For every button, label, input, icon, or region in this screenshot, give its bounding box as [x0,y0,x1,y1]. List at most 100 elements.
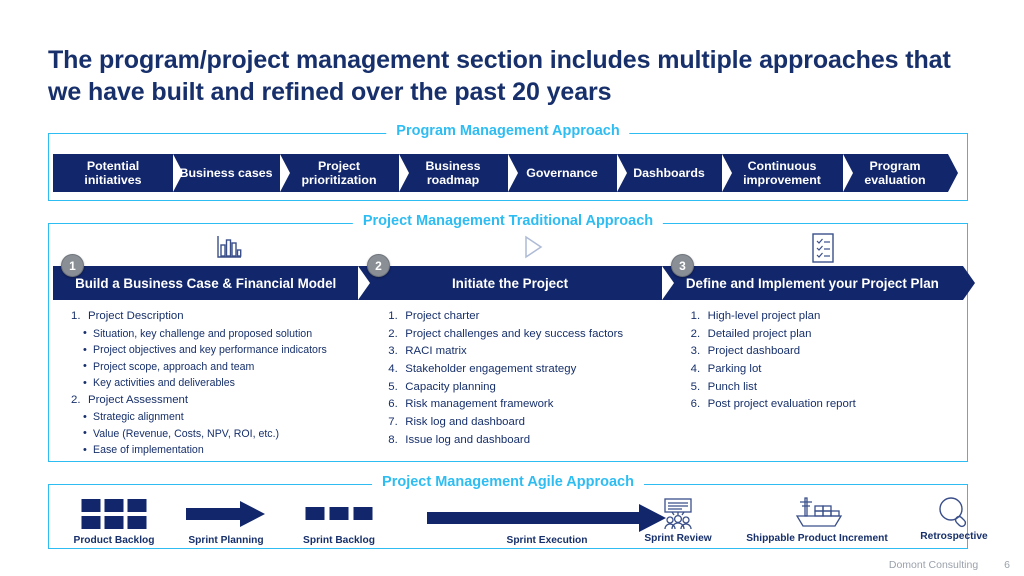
list-item: 2. Project Assessment [71,392,378,410]
item-number: 1. [388,310,398,322]
agile-item-sprint-planning[interactable]: Sprint Planning [171,499,281,547]
list-item: 3.RACI matrix [388,343,682,361]
agile-item-sprint-execution[interactable]: Sprint Execution [397,499,697,547]
traditional-approach-panel: Project Management Traditional Approach [48,213,976,462]
list-item: 1.Project Description [71,308,378,326]
presentation-people-icon [655,497,701,536]
program-step-label: Project prioritization [301,158,377,187]
item-text: RACI matrix [405,345,467,358]
list-item: 3. Project dashboard [691,343,967,361]
program-management-caption: Program Management Approach [386,123,630,139]
agile-item-label: Sprint Backlog [303,535,375,546]
list-item: 6. Post project evaluation report [691,396,967,414]
traditional-phase-title: Build a Business Case & Financial Model [75,275,337,291]
page-title: The program/project management section i… [48,46,951,106]
item-number: 2. [71,393,81,406]
list-item: 1. Project charter [388,308,682,326]
program-step-label: Continuous improvement [743,158,821,187]
list-item: 2.Detailed project plan [691,326,967,344]
magnifier-icon [934,495,974,536]
step-number-badge-2: 2 [367,254,390,277]
item-text: Stakeholder engagement strategy [405,363,577,376]
program-step-label: Governance [526,165,598,180]
agile-item-shippable-product-increment[interactable]: Shippable Product Increment [737,497,897,545]
agile-item-sprint-backlog[interactable]: Sprint Backlog [284,499,394,547]
program-chevron-row: Potential initiatives Business cases Pro… [53,154,963,192]
agile-item-row: Product Backlog Sprint Planning Sprint B… [49,489,988,547]
program-step-label: Business cases [179,165,273,180]
item-number: 2. [690,327,701,340]
program-step-potential-initiatives[interactable]: Potential initiatives [53,154,192,192]
item-text: Issue log and dashboard [405,433,531,446]
item-text: High-level project plan [707,310,821,322]
item-text: Project challenges and key success facto… [405,327,624,340]
traditional-content-columns: 1.Project Description Situation, key cha… [49,308,967,459]
traditional-phase-title: Define and Implement your Project Plan [685,275,939,291]
item-number: 3. [690,345,701,358]
list-item: 1. High-level project plan [691,308,967,326]
long-arrow-right-icon [427,503,667,538]
agile-item-label: Retrospective [920,531,988,542]
agile-item-retrospective[interactable]: Retrospective [899,495,1009,543]
list-item: 7.Risk log and dashboard [388,414,682,432]
traditional-phase-3[interactable]: Define and Implement your Project Plan [661,266,976,300]
program-step-label: Business roadmap [425,158,481,187]
agile-item-sprint-review[interactable]: Sprint Review [624,497,732,545]
agile-item-label: Sprint Review [644,533,712,544]
program-step-project-prioritization[interactable]: Project prioritization [279,154,418,192]
program-step-label: Potential initiatives [84,158,142,187]
item-number: 5. [690,380,701,393]
footer-company: Domont Consulting [888,559,979,571]
item-number: 5. [388,380,398,393]
program-step-continuous-improvement[interactable]: Continuous improvement [721,154,862,192]
agile-item-product-backlog[interactable]: Product Backlog [59,499,169,547]
list-item: Value (Revenue, Costs, NPV, ROI, etc.) [71,425,378,443]
item-number: 6. [690,398,701,411]
arrow-right-icon [186,499,266,534]
item-text: Project charter [405,310,480,322]
program-management-panel: Program Management Approach Potential in… [48,123,968,201]
item-text: Capacity planning [405,380,496,393]
item-text: Risk log and dashboard [405,416,525,429]
item-text: Parking lot [707,363,762,376]
item-text: Project Assessment [88,393,189,406]
traditional-phase-1[interactable]: Build a Business Case & Financial Model [53,266,382,300]
list-item: 8. Issue log and dashboard [388,432,682,450]
traditional-phase-2[interactable]: Initiate the Project [358,266,686,300]
item-number: 4. [690,363,701,376]
agile-approach-panel: Project Management Agile Approach Produc… [48,474,988,549]
item-number: 1. [690,310,701,322]
backlog-row-icon [305,507,373,520]
play-triangle-icon [517,232,547,267]
list-item: 4. Parking lot [691,361,967,379]
item-number: 6. [388,398,398,411]
list-item: 2.Project challenges and key success fac… [388,326,682,344]
item-number: 4. [388,363,398,376]
list-item: Ease of implementation [71,442,378,459]
traditional-approach-caption: Project Management Traditional Approach [352,213,664,229]
traditional-phase-title: Initiate the Project [451,275,569,291]
page-number: 6 [1004,559,1010,571]
program-step-program-evaluation[interactable]: Program evaluation [842,154,958,192]
program-step-business-roadmap[interactable]: Business roadmap [398,154,527,192]
item-text: Post project evaluation report [707,398,856,411]
list-item: Key activities and deliverables [71,375,378,392]
list-item: 5. Capacity planning [388,379,682,397]
agile-item-label: Sprint Execution [506,535,588,546]
agile-item-label: Shippable Product Increment [746,533,888,544]
step-number-badge-1: 1 [61,254,84,277]
item-text: Project Description [88,310,184,322]
step-number-badge-3: 3 [671,254,694,277]
program-step-dashboards[interactable]: Dashboards [616,154,741,192]
item-text: Project dashboard [707,345,801,358]
item-text: Punch list [707,380,758,393]
checklist-icon [809,232,837,269]
traditional-column-1: 1.Project Description Situation, key cha… [49,308,378,459]
traditional-icon-row [49,232,967,264]
list-item: Strategic alignment [71,409,378,426]
program-step-label: Program evaluation [864,158,926,187]
item-number: 8. [388,433,398,446]
list-item: 4. Stakeholder engagement strategy [388,361,682,379]
list-item: 6.Risk management framework [388,396,682,414]
